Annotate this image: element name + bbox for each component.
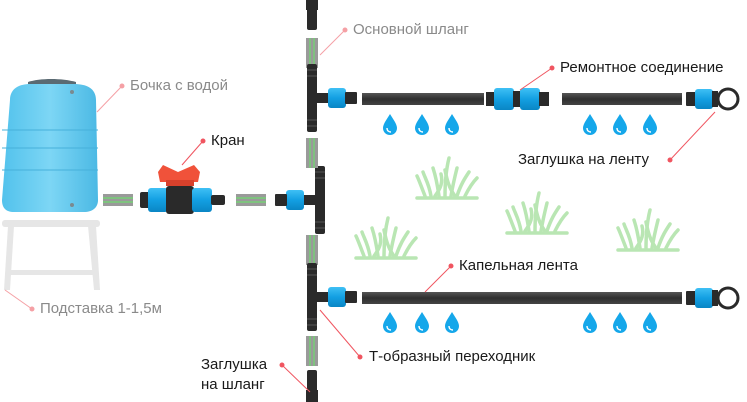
label-t-adapter: Т-образный переходник — [369, 348, 536, 365]
label-main-hose: Основной шланг — [353, 21, 469, 38]
label-stand: Подставка 1-1,5м — [40, 300, 162, 317]
drop-icon — [414, 113, 430, 136]
water-tank-illustration — [2, 79, 98, 212]
label-hose-end-plug-line2: на шланг — [201, 376, 265, 393]
drop-icon — [382, 311, 398, 334]
drop-icon — [414, 311, 430, 334]
drop-icon — [582, 113, 598, 136]
valve-illustration — [140, 165, 225, 214]
label-tank: Бочка с водой — [130, 77, 229, 94]
drop-icon — [612, 311, 628, 334]
grass-icon — [354, 216, 418, 260]
grass-icon — [505, 191, 569, 235]
grass-icon — [415, 156, 479, 200]
main-hose — [305, 0, 358, 402]
grass-icon — [616, 208, 680, 252]
drip-tape-bottom — [362, 286, 740, 310]
stand-illustration — [2, 220, 100, 290]
label-hose-end-plug-line1: Заглушка — [201, 356, 268, 373]
drop-icon — [582, 311, 598, 334]
drop-icon — [382, 113, 398, 136]
label-repair-connector: Ремонтное соединение — [560, 59, 724, 76]
hose-end-plug-top — [306, 0, 318, 30]
drop-icon — [642, 113, 658, 136]
drop-icon — [612, 113, 628, 136]
leader-lines — [4, 27, 716, 393]
label-tape-end-plug: Заглушка на ленту — [518, 151, 649, 168]
feed-line — [102, 165, 326, 235]
label-valve: Кран — [211, 132, 245, 149]
drip-tape-top — [362, 87, 740, 111]
drop-icon — [642, 311, 658, 334]
label-drip-tape: Капельная лента — [459, 257, 578, 274]
drop-icon — [444, 311, 460, 334]
repair-connector-illustration — [486, 88, 549, 110]
drop-icon — [444, 113, 460, 136]
grass-clumps — [354, 156, 680, 260]
hose-end-plug-bottom — [306, 370, 318, 402]
